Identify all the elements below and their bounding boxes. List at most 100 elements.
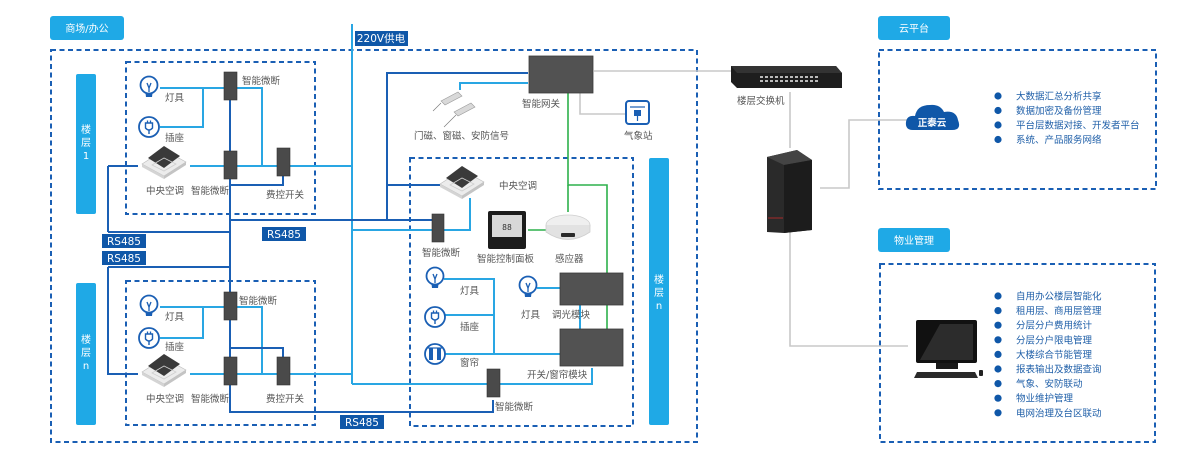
cloud-logo-text: 正泰云	[918, 117, 947, 129]
wire	[820, 119, 908, 189]
wires	[107, 24, 908, 413]
wire	[107, 267, 138, 375]
desktop-computer-icon	[914, 320, 983, 378]
bullet-dot-icon	[994, 135, 1002, 144]
floor-bar-1-char: 1	[83, 151, 89, 162]
bulb-icon	[139, 75, 159, 98]
floor1-fee-switch-label: 费控开关	[266, 189, 305, 201]
wire	[789, 232, 908, 347]
wire	[444, 198, 471, 231]
fee-control-switch-icon	[276, 356, 291, 386]
property-feature-item: 物业维护管理	[1016, 393, 1074, 405]
wire	[579, 92, 626, 115]
floor1-room-box	[125, 61, 316, 215]
floor-bar-n-left-char: 楼	[81, 333, 91, 346]
property-mgmt-box	[879, 263, 1156, 443]
smart-breaker-icon	[223, 356, 238, 386]
tag-rs485: RS485	[262, 227, 306, 241]
wire	[236, 87, 263, 166]
floorn-socket-label: 插座	[165, 341, 185, 353]
tag-rs485-label: RS485	[267, 229, 301, 241]
tag-220v-label: 220V供电	[357, 32, 406, 45]
floor-switch-label: 楼层交换机	[737, 95, 785, 107]
bulb-icon	[425, 266, 445, 289]
socket-icon	[138, 116, 160, 138]
central-ac-icon	[141, 353, 187, 388]
property-feature-item: 大楼综合节能管理	[1016, 349, 1093, 361]
control-panel-label: 智能控制面板	[477, 253, 535, 265]
wire	[230, 176, 284, 186]
door-sensor-icon	[432, 91, 476, 128]
wire	[229, 232, 494, 413]
wire	[236, 306, 263, 374]
cloud-logo-icon: 正泰云	[905, 104, 960, 130]
gateway-label: 智能网关	[522, 98, 561, 110]
smart-breaker-icon	[223, 150, 238, 180]
tag-rs485-label: RS485	[107, 253, 141, 265]
floor1-lamp-label: 灯具	[165, 93, 185, 104]
header-mall-office-label: 商场/办公	[65, 22, 108, 35]
socket-icon	[424, 306, 446, 328]
weather-station-icon	[625, 100, 650, 125]
central-ac-icon	[439, 165, 485, 200]
floor1-breaker-bottom-label: 智能微断	[191, 185, 230, 197]
bulb-icon	[518, 275, 538, 298]
floor-bar-n-right: 楼 层 n	[649, 158, 669, 425]
bullet-dot-icon	[994, 394, 1002, 402]
bullet-dot-icon	[994, 321, 1002, 329]
sensor-label: 感应器	[555, 253, 584, 265]
floorn-right-room-box	[409, 157, 634, 427]
floor-bar-n-left: 楼 层 n	[76, 283, 96, 425]
tag-rs485-label: RS485	[107, 236, 141, 248]
socket-icon	[138, 327, 160, 349]
wire	[160, 307, 204, 339]
header-mall-office: 商场/办公	[50, 16, 124, 40]
floor-bar-n-right-char: n	[656, 301, 662, 312]
bullet-dot-icon	[994, 121, 1002, 129]
wire	[459, 82, 528, 90]
floor-bar-n-right-char: 楼	[654, 273, 664, 286]
bullet-dot-icon	[994, 92, 1002, 100]
curtain-label: 窗帘	[460, 357, 479, 369]
door-sensor-label: 门磁、窗磁、安防信号	[414, 130, 509, 142]
property-feature-item: 分层分户限电管理	[1016, 334, 1093, 346]
cloud-feature-item: 数据加密及备份管理	[1016, 105, 1102, 117]
fee-control-switch-icon	[276, 147, 291, 177]
cloud-feature-item: 大数据汇总分析共享	[1016, 91, 1102, 103]
smart-breaker-icon	[223, 71, 238, 101]
cloud-feature-item: 平台层数据对接、开发者平台	[1016, 120, 1140, 132]
floor-switch-icon	[731, 66, 842, 88]
header-cloud-platform: 云平台	[878, 16, 950, 40]
bullet-dot-icon	[994, 106, 1002, 115]
header-property-mgmt-label: 物业管理	[894, 234, 934, 247]
floorn-ac-label: 中央空调	[146, 393, 184, 405]
smart-gateway-icon	[528, 55, 594, 94]
server-tower-icon	[767, 150, 812, 233]
floor1-breaker-top-label: 智能微断	[242, 75, 281, 87]
floor-bar-n-left-char: 层	[81, 347, 91, 359]
bullet-dot-icon	[994, 307, 1002, 315]
tag-rs485: RS485	[102, 234, 146, 248]
bullet-dot-icon	[994, 292, 1002, 300]
bullet-dot-icon	[994, 336, 1002, 344]
wire	[499, 368, 593, 385]
property-feature-item: 气象、安防联动	[1016, 378, 1083, 390]
floor1-ac-label: 中央空调	[146, 185, 184, 197]
floorn-fee-switch-label: 费控开关	[266, 393, 305, 405]
tag-rs485: RS485	[102, 251, 146, 265]
right-breaker-top-label: 智能微断	[422, 247, 461, 259]
dimmer-module-icon	[559, 272, 624, 306]
floorn-room-box	[125, 280, 316, 426]
dimmer-lamp-label: 灯具	[521, 310, 541, 321]
bullet-dot-icon	[994, 350, 1002, 358]
right-ac-label: 中央空调	[499, 180, 537, 192]
property-feature-item: 电网治理及台区联动	[1016, 407, 1102, 419]
tag-rs485: RS485	[340, 415, 384, 429]
sensor-icon	[545, 214, 591, 240]
wire	[160, 88, 204, 128]
floorn-breaker-bottom-label: 智能微断	[191, 393, 230, 405]
switch-curtain-module-label: 开关/窗帘模块	[527, 369, 588, 381]
svg-text:88: 88	[502, 223, 512, 232]
